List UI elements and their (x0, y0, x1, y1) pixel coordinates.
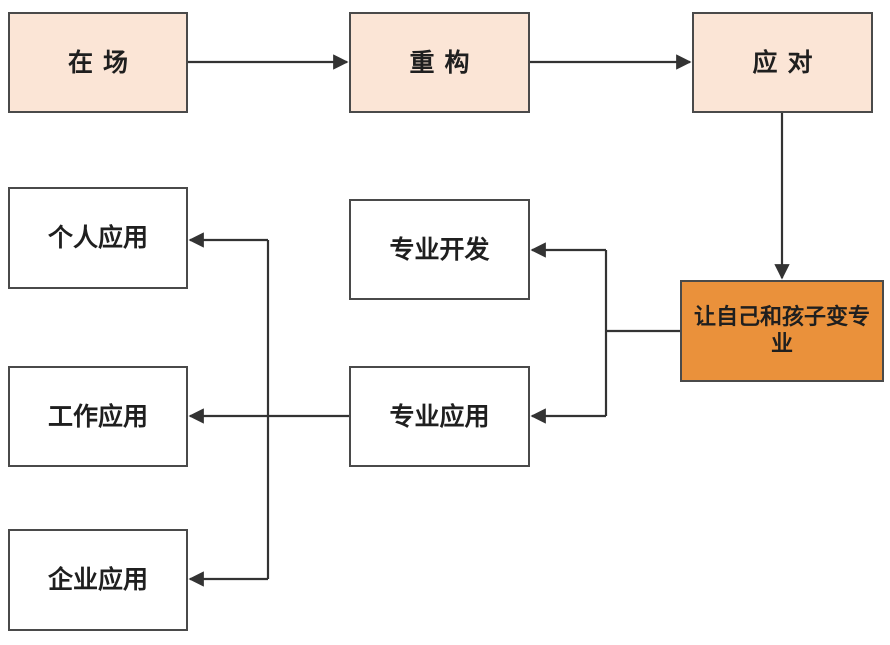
node-gongzuo-yingyong-label: 工作应用 (47, 401, 148, 431)
node-geren-yingyong-label: 个人应用 (47, 223, 148, 253)
node-zhuanye-yingyong: 专业应用 (349, 366, 530, 467)
node-chonggou: 重构 (349, 12, 530, 113)
node-zaichang: 在场 (8, 12, 188, 113)
node-zaichang-label: 在场 (67, 47, 138, 77)
node-zhuanye-kaifa: 专业开发 (349, 199, 530, 300)
node-geren-yingyong: 个人应用 (8, 187, 188, 289)
node-qiye-yingyong: 企业应用 (8, 529, 188, 631)
node-gongzuo-yingyong: 工作应用 (8, 366, 188, 467)
node-yingdui: 应对 (692, 12, 873, 113)
node-qiye-yingyong-label: 企业应用 (47, 565, 148, 595)
node-yingdui-label: 应对 (752, 47, 823, 77)
node-center-label: 让自己和孩子变专业 (694, 304, 871, 358)
node-center: 让自己和孩子变专业 (680, 280, 884, 382)
node-chonggou-label: 重构 (409, 47, 480, 77)
node-zhuanye-kaifa-label: 专业开发 (389, 234, 490, 264)
node-zhuanye-yingyong-label: 专业应用 (389, 401, 490, 431)
